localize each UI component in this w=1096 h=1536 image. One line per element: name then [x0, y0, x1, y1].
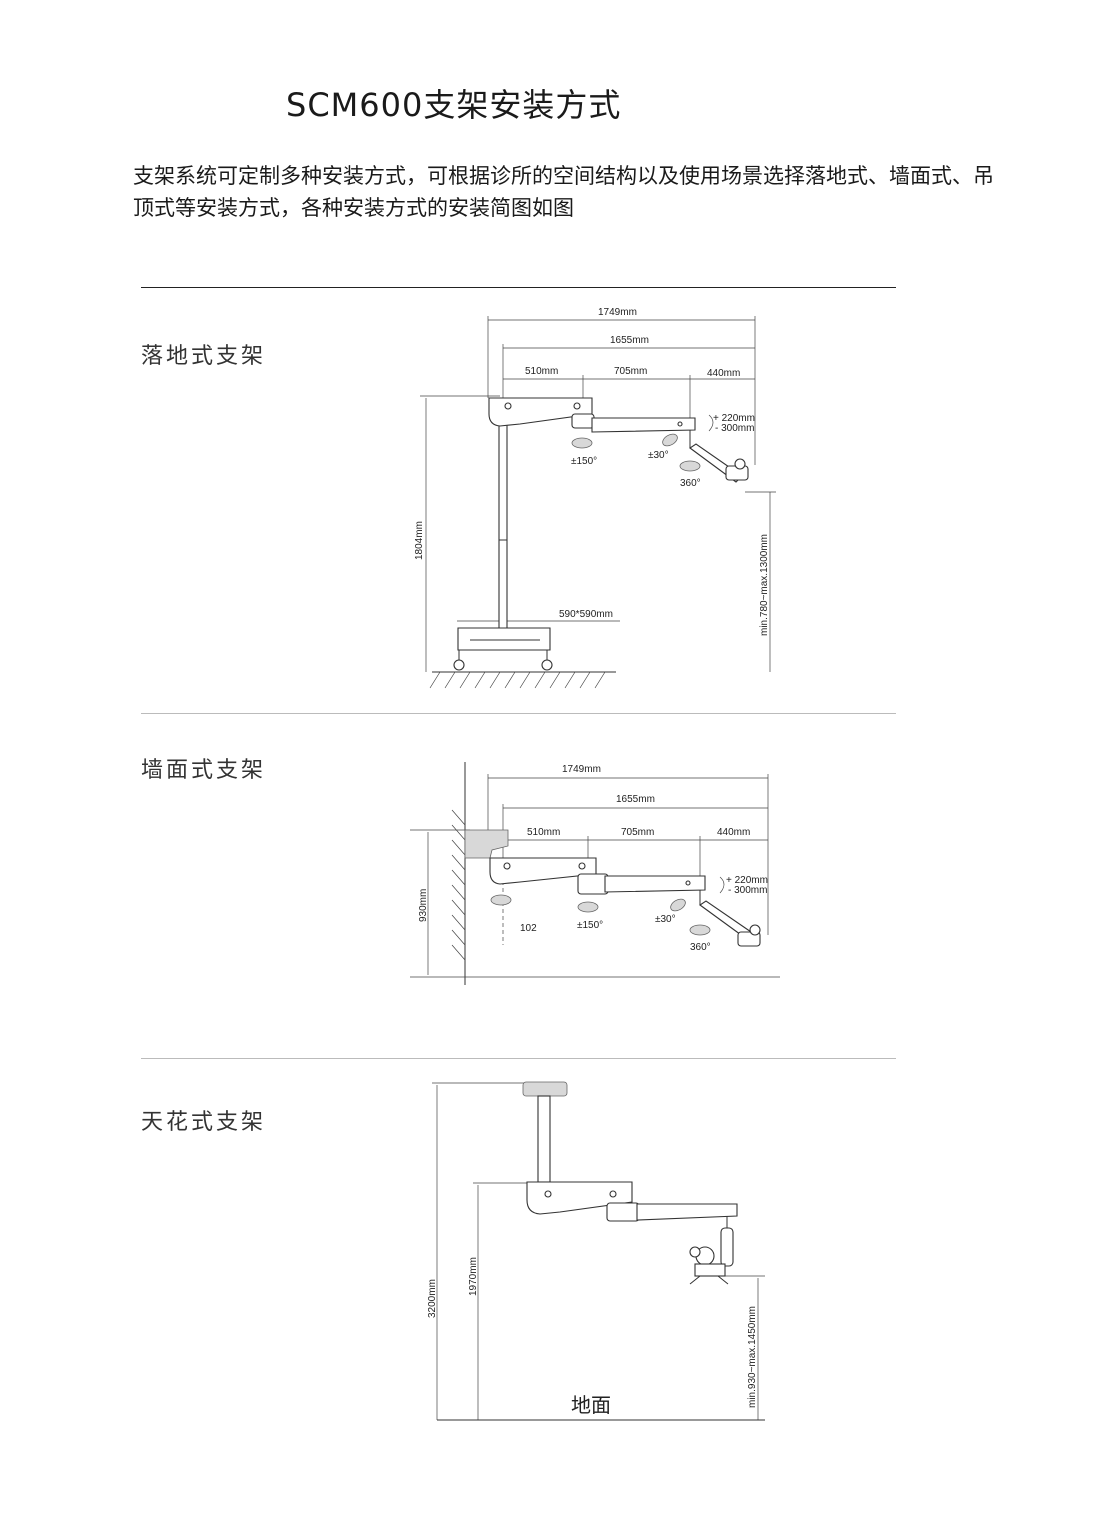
dim-vert-up: + 220mm [713, 413, 755, 424]
floor-stand-diagram: 1749mm 1655mm 510mm 705mm 440mm + 220mm … [414, 307, 776, 689]
horizontal-arm [636, 1203, 738, 1221]
page-title: SCM600支架安装方式 [286, 86, 622, 124]
ground-label: 地面 [571, 1393, 611, 1417]
intro-paragraph: 支架系统可定制多种安装方式，可根据诊所的空间结构以及使用场景选择落地式、墙面式、… [133, 164, 994, 220]
dim-working: min.930~max.1450mm [747, 1306, 758, 1408]
dim-arm-height: 1970mm [468, 1257, 479, 1296]
section-divider [141, 1058, 896, 1059]
rot-150: ±150° [577, 920, 603, 931]
rot-360: 360° [690, 942, 711, 953]
rot-30: ±30° [655, 914, 676, 925]
dim-base: 590*590mm [559, 609, 613, 620]
dim-reach: 1655mm [616, 794, 655, 805]
wheel [453, 659, 465, 671]
dim-height: 930mm [418, 889, 429, 922]
rot-360: 360° [680, 478, 701, 489]
dim-working: min.780~max.1300mm [759, 534, 770, 636]
stand-base [457, 627, 551, 651]
section-divider [141, 287, 896, 288]
dim-a: 510mm [527, 827, 560, 838]
upper-arm-head [489, 857, 597, 885]
dim-ceiling-height: 3200mm [427, 1279, 438, 1318]
rot-30: ±30° [648, 450, 669, 461]
horizontal-arm [604, 875, 706, 893]
upper-arm-head [526, 1181, 633, 1215]
dim-vert-down: - 300mm [715, 423, 754, 434]
dim-vert-up: + 220mm [726, 875, 768, 886]
dim-b: 705mm [621, 827, 654, 838]
dim-total: 1749mm [562, 764, 601, 775]
wall-section-label: 墙面式支架 [141, 758, 267, 783]
dim-a: 510mm [525, 366, 558, 377]
rot-102: 102 [520, 923, 537, 934]
dim-c: 440mm [707, 368, 740, 379]
ceiling-plate [522, 1081, 568, 1097]
dim-vert-down: - 300mm [728, 885, 767, 896]
dim-b: 705mm [614, 366, 647, 377]
dim-c: 440mm [717, 827, 750, 838]
ceiling-section-label: 天花式支架 [141, 1110, 267, 1135]
dim-total: 1749mm [598, 307, 637, 318]
ceiling-column [537, 1095, 551, 1183]
wheel [541, 659, 553, 671]
wall-mount-diagram: 1749mm 1655mm 510mm 705mm 440mm + 220mm … [410, 762, 780, 985]
section-divider [141, 713, 896, 714]
ceiling-mount-diagram: 3200mm 1970mm min.930~max.1450mm 地面 [427, 1081, 765, 1421]
upper-arm-head [488, 397, 593, 427]
dim-height: 1804mm [414, 521, 425, 560]
rot-150: ±150° [571, 456, 597, 467]
horizontal-arm [591, 417, 696, 433]
floor-section-label: 落地式支架 [141, 344, 267, 369]
dim-reach: 1655mm [610, 335, 649, 346]
wall-bracket [464, 829, 509, 859]
stand-column [498, 419, 508, 641]
